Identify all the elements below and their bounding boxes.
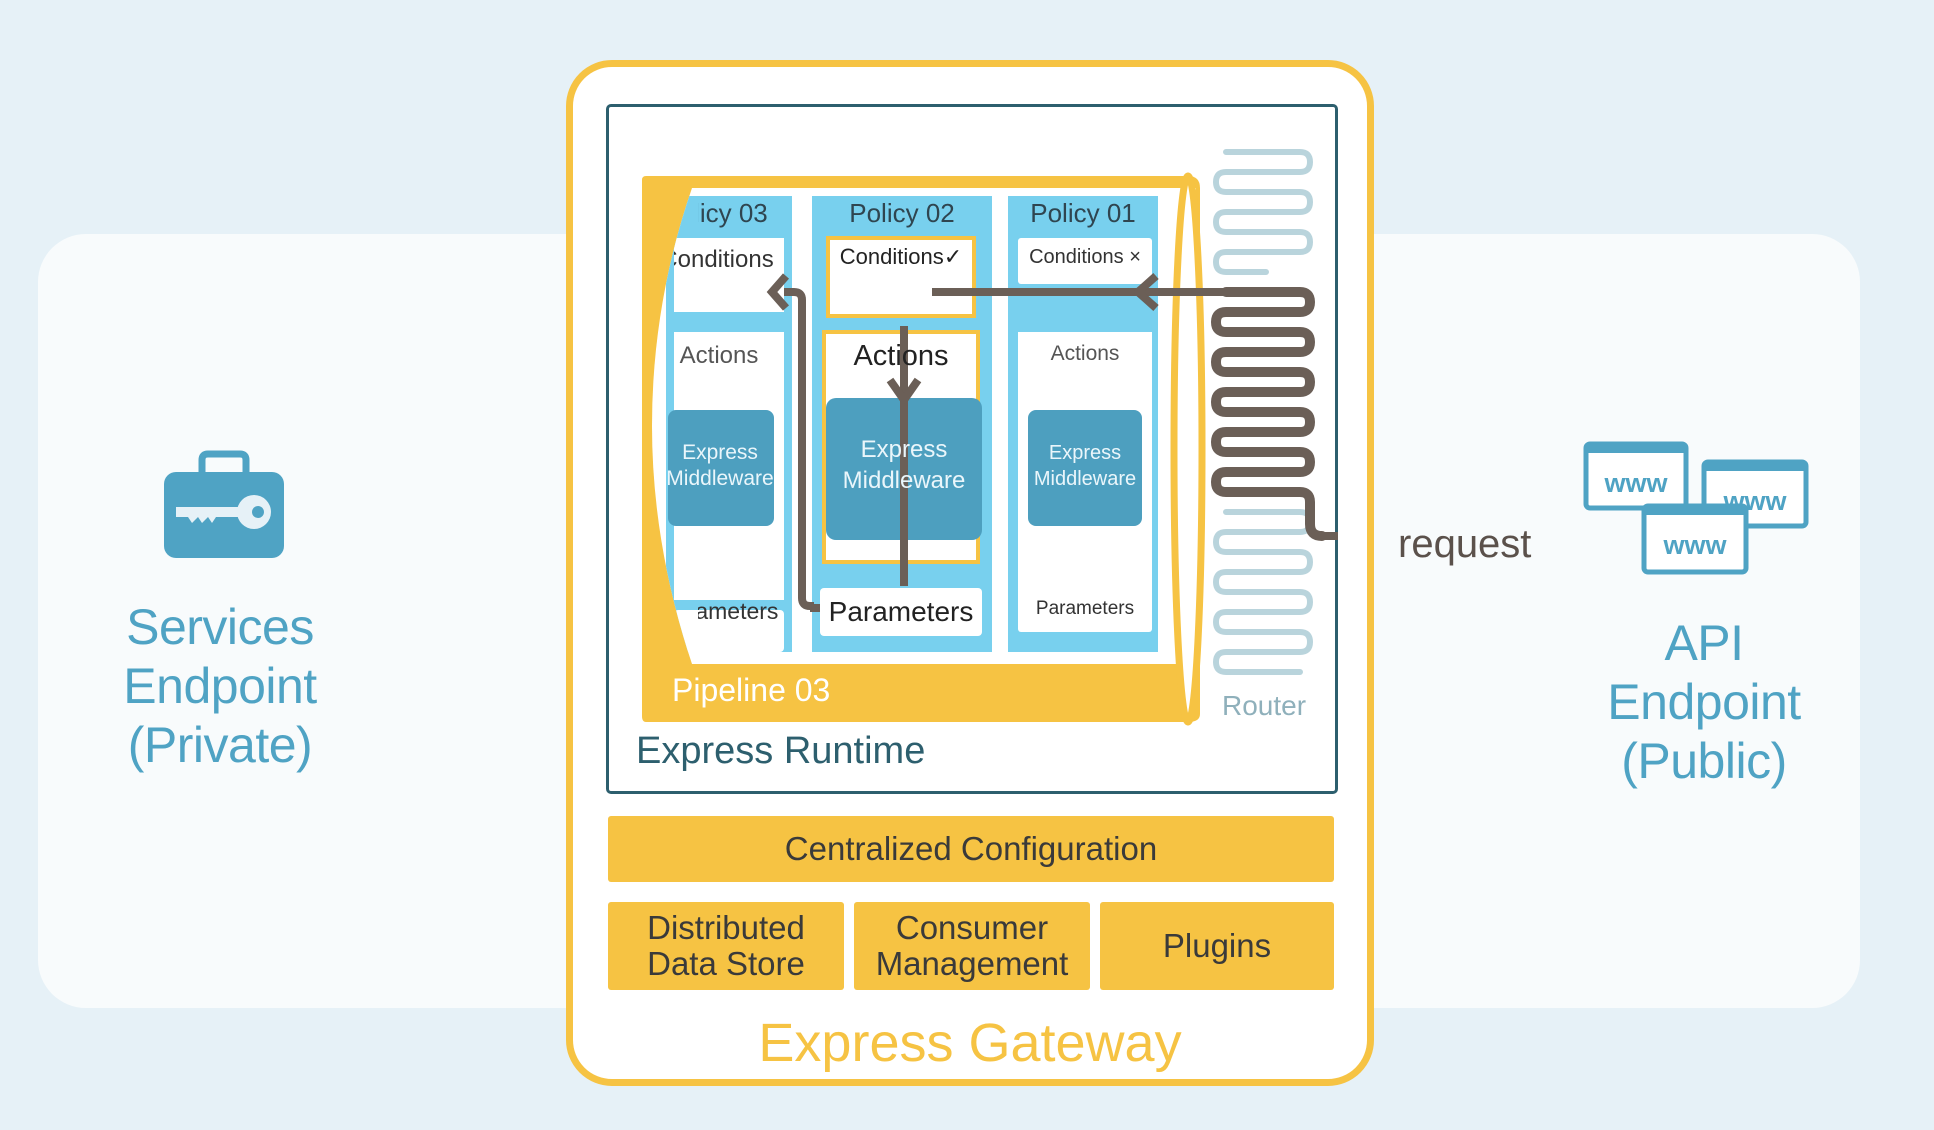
policy-03-actions: Actions [679, 342, 759, 369]
check-icon: ✓ [943, 244, 963, 269]
module-line: Distributed [647, 909, 805, 946]
policy-02-actions: Actions [853, 340, 949, 372]
api-endpoint-line: (Public) [1621, 733, 1787, 789]
module-line: Plugins [1162, 927, 1272, 964]
return-arrow [784, 288, 814, 610]
policy-01-middleware: Express Middleware [1028, 440, 1142, 492]
request-label: request [1398, 522, 1532, 566]
cross-icon: × [1129, 246, 1141, 268]
policy-01-conditions: Conditions × [1018, 246, 1152, 269]
express-gateway-label: Express Gateway [758, 1013, 1182, 1073]
middleware-line: Express [1048, 442, 1122, 464]
policy-02-conditions: Conditions✓ [828, 244, 974, 270]
module-line: Data Store [647, 945, 805, 982]
conditions-label: Conditions [839, 244, 944, 269]
policy-01-actions: Actions [1050, 342, 1120, 365]
policy-03-title: Policy 03 [662, 198, 768, 228]
centralized-configuration-label: Centralized Configuration [784, 830, 1158, 867]
policy-02-title: Policy 02 [849, 198, 955, 228]
services-endpoint-line: Endpoint [123, 658, 317, 714]
module-distributed-data-store: Distributed Data Store [608, 902, 844, 990]
policy-02-parameters: Parameters [828, 596, 974, 627]
middleware-line: Middleware [1033, 468, 1137, 490]
router-coil [1210, 149, 1327, 675]
module-line: Consumer [895, 909, 1049, 946]
www-text: www [1603, 468, 1668, 498]
conditions-label: Conditions [1029, 246, 1124, 268]
runtime-label: Express Runtime [636, 730, 926, 772]
policy-01-title: Policy 01 [1030, 198, 1136, 228]
www-text: www [1662, 530, 1727, 560]
services-endpoint-label: Services Endpoint (Private) [90, 598, 350, 775]
pipeline-diagram [642, 149, 1338, 726]
policy-01-parameters: Parameters [1035, 598, 1135, 619]
www-windows-icon: www www www [1583, 441, 1809, 575]
pipeline-label: Pipeline 03 [672, 672, 831, 708]
centralized-configuration-bar: Centralized Configuration [608, 816, 1334, 882]
module-consumer-management: Consumer Management [854, 902, 1090, 990]
api-endpoint-line: API [1664, 615, 1744, 671]
policy-03-conditions: Conditions [660, 246, 774, 273]
middleware-line: Express [860, 436, 948, 463]
briefcase-key-icon [164, 450, 284, 558]
module-plugins: Plugins [1100, 902, 1334, 990]
middleware-line: Middleware [842, 467, 966, 494]
router-label: Router [1222, 690, 1307, 721]
services-endpoint-line: Services [126, 599, 314, 655]
middleware-line: Express [682, 441, 758, 464]
middleware-line: Middleware [666, 467, 774, 490]
module-line: Management [875, 945, 1069, 982]
api-endpoint-line: Endpoint [1607, 674, 1801, 730]
api-endpoint-label: API Endpoint (Public) [1574, 614, 1834, 791]
policy-03-middleware: Express Middleware [666, 440, 780, 492]
www-text: www [1722, 486, 1787, 516]
policy-02-middleware: Express Middleware [826, 434, 982, 496]
policy-03-parameters: Parameters [659, 598, 779, 624]
services-endpoint-line: (Private) [127, 717, 313, 773]
